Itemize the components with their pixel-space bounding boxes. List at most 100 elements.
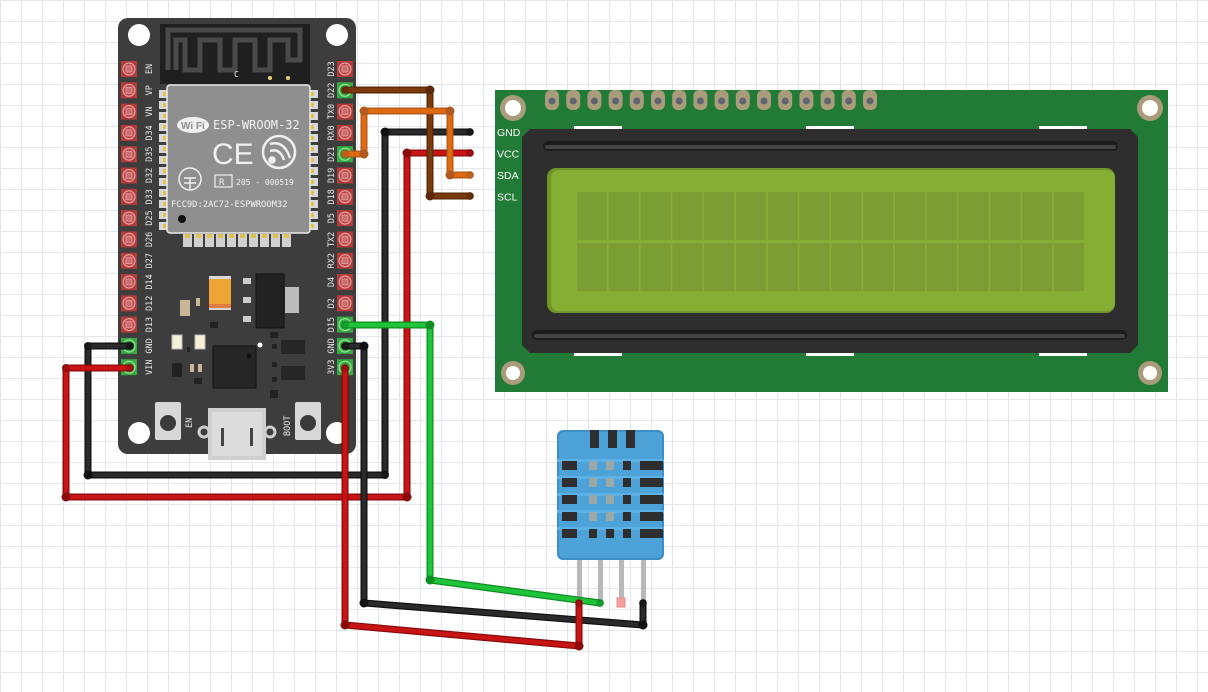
lcd-character-cell [1022,243,1053,291]
pin-label: D23 [327,61,337,76]
pin-label: D35 [145,147,155,162]
esp32-pin-vn[interactable] [121,103,137,120]
mounting-hole-icon [500,95,1163,385]
lcd-character-cell [799,192,830,240]
esp32-pin-d32[interactable] [121,167,137,184]
pin-label: D12 [145,296,155,311]
lcd-character-cell [990,243,1021,291]
lcd-character-cell [958,243,989,291]
pin-label: D18 [327,189,337,204]
boot-button-label: BOOT [283,416,293,436]
lcd-character-cell [704,192,735,240]
lcd-character-cell [767,243,798,291]
wire-d22-scl[interactable] [341,85,474,201]
dht-pin-4[interactable] [641,555,646,603]
lcd-character-cell [640,243,671,291]
en-button[interactable] [155,402,181,440]
dht-pin-1[interactable] [577,555,582,603]
lcd-character-cell [608,243,639,291]
wire-gnd-dht[interactable] [341,341,648,630]
esp32-pin-d25[interactable] [121,210,137,227]
wire-d15-data[interactable] [341,320,604,608]
lcd-character-cell [577,243,607,291]
pin-label: D27 [145,253,155,268]
dht-legs [577,555,646,608]
lcd-character-cell [895,192,925,240]
svg-text:Wi Fi: Wi Fi [181,121,205,132]
lcd-character-cell [640,192,671,240]
pin-label: D26 [145,232,155,247]
esp32-pin-d34[interactable] [121,124,137,141]
esp32-pin-tx2[interactable] [337,231,353,248]
esp32-pin-d27[interactable] [121,252,137,269]
esp32-pin-rx0[interactable] [337,124,353,141]
lcd-character-cell [831,243,862,291]
esp32-pin-d14[interactable] [121,274,137,290]
lcd-character-cell [1054,192,1084,240]
esp32-board[interactable]: C Wi Fi ESP-WROOM-32 CE R 205 - 000519 F… [118,18,356,460]
wire-d21-sda[interactable] [341,106,474,180]
dht-pin-2[interactable] [598,555,603,603]
esp32-pin-d23[interactable] [337,61,353,77]
dht-pin-3[interactable] [619,555,624,603]
esp32-pin-rx2[interactable] [337,252,353,269]
pin-label: VIN [145,360,155,375]
pin-label: D2 [327,298,337,308]
pin-label: D13 [145,317,155,332]
dht-vent-grid [557,430,664,538]
esp32-pin-d2[interactable] [337,295,353,312]
lcd-pin-label: SCL [497,192,518,204]
esp32-pin-tx0[interactable] [337,103,353,120]
en-button-label: EN [185,418,195,428]
esp32-pin-d13[interactable] [121,316,137,333]
esp32-pin-d19[interactable] [337,167,353,184]
lcd-character-cell [672,243,703,291]
micro-usb-port[interactable] [197,408,277,460]
lcd-character-cell [895,243,925,291]
pin-label: VP [145,85,155,95]
lcd-character-cell [736,243,766,291]
pin-label: D19 [327,168,337,183]
fcc-id-label: FCC9D:2AC72-ESPWROOM32 [171,200,288,210]
esp32-pin-d18[interactable] [337,188,353,205]
pin-label: VN [145,106,155,116]
esp32-pin-d4[interactable] [337,274,353,290]
pin-label: D25 [145,210,155,225]
lcd-character-cell [736,192,766,240]
wire-gnd-stub[interactable] [84,342,134,350]
wire-3v3-vcc[interactable] [340,364,584,651]
lcd-pin-label: VCC [497,149,520,161]
esp32-pin-d35[interactable] [121,146,137,163]
pin-label: EN [145,64,155,74]
esp32-pin-en[interactable] [121,61,137,77]
espressif-logo-icon [261,134,297,170]
esp32-pin-d33[interactable] [121,188,137,205]
boot-button[interactable] [295,402,321,440]
esp32-pin-d5[interactable] [337,210,353,227]
pin-label: TX2 [327,232,337,247]
esp32-pin-vp[interactable] [121,82,137,99]
module-name-label: ESP-WROOM-32 [213,118,300,132]
lcd-header-pins [545,90,877,110]
wire-vin-stub[interactable] [62,364,134,372]
wires[interactable] [61,85,648,651]
silkscreen-marks [574,126,1087,356]
lcd-character-cell [799,243,830,291]
ce-mark-icon: CE [212,138,254,171]
lcd-character-cell [863,192,894,240]
esp32-pin-d26[interactable] [121,231,137,248]
pin-label: D22 [327,83,337,98]
lcd-character-cell [863,243,894,291]
pin-label: D5 [327,213,337,223]
pin1-dot [178,215,186,223]
esp32-pin-d12[interactable] [121,295,137,312]
lcd-character-cell [767,192,798,240]
pin-label: D34 [145,125,155,140]
dht-sensor[interactable] [557,430,664,608]
lcd-character-cell [608,192,639,240]
cert-code-label: 205 - 000519 [236,178,294,187]
lcd-character-cell [990,192,1021,240]
lcd-character-cell [1022,192,1053,240]
